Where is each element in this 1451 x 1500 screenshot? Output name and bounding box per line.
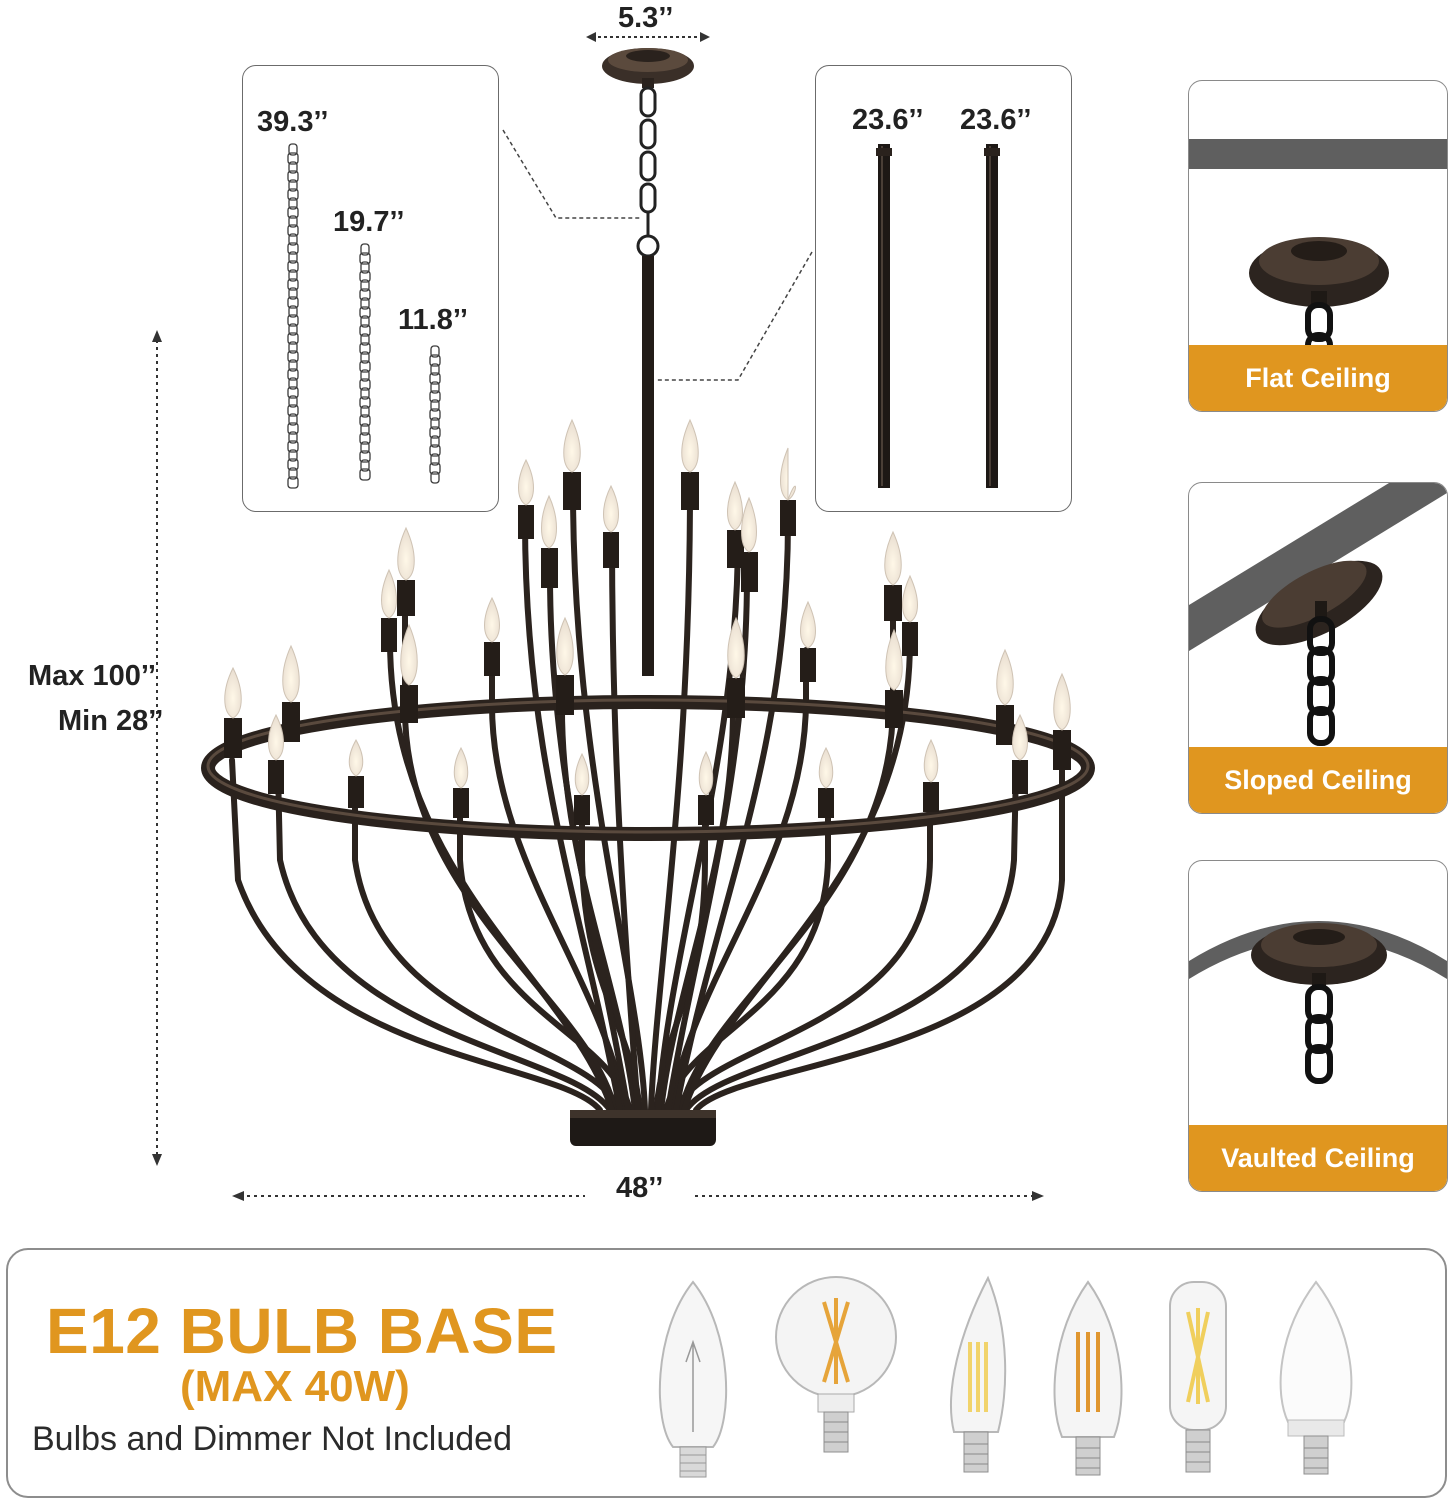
- globe-led-bulb-icon: [775, 1276, 897, 1453]
- chandelier-ring: [201, 695, 1095, 841]
- chain-length-3: 11.8’’: [398, 304, 468, 336]
- chain-length-2: 19.7’’: [333, 206, 405, 238]
- compatible-bulbs: [658, 1275, 1353, 1478]
- chain-length-1: 39.3’’: [257, 106, 329, 138]
- chain-links-2: [359, 243, 371, 481]
- bulb-base-title: E12 BULB BASE: [46, 1295, 558, 1367]
- chandelier-base: [570, 1110, 716, 1146]
- chain-options-box: 39.3’’ 19.7’’ 11.8’’: [242, 65, 499, 512]
- rod-length-1: 23.6’’: [852, 104, 924, 136]
- frosted-led-bulb-icon: [1279, 1280, 1353, 1475]
- height-max-label: Max 100’’: [28, 660, 156, 692]
- candle-led-bulb-icon: [1053, 1280, 1123, 1476]
- vaulted-ceiling-icon: [1189, 921, 1447, 1084]
- rod-options-box: 23.6’’ 23.6’’: [815, 65, 1072, 512]
- chandelier-illustration: [152, 32, 1095, 1201]
- chain: [636, 86, 660, 258]
- chain-illustrations: [287, 143, 441, 489]
- clear-candle-bulb-icon: [658, 1280, 728, 1478]
- rod-illustrations: [876, 144, 1000, 488]
- bulb-info-panel: E12 BULB BASE (MAX 40W) Bulbs and Dimmer…: [6, 1248, 1447, 1498]
- chandelier-arms: [229, 487, 1065, 1113]
- vaulted-ceiling-label: Vaulted Ceiling: [1189, 1125, 1447, 1191]
- flame-tip-led-bulb-icon: [950, 1275, 1007, 1473]
- sloped-ceiling-icon: [1189, 483, 1447, 746]
- rod-length-2: 23.6’’: [960, 104, 1032, 136]
- flat-ceiling-icon: [1189, 139, 1447, 372]
- chain-links-3: [429, 345, 441, 484]
- bulb-not-included-note: Bulbs and Dimmer Not Included: [32, 1420, 513, 1458]
- sloped-ceiling-label: Sloped Ceiling: [1189, 747, 1447, 813]
- ceiling-card-flat: Flat Ceiling: [1188, 80, 1448, 412]
- chain-links-1: [287, 143, 299, 489]
- canopy: [602, 48, 694, 88]
- ceiling-card-vaulted: Vaulted Ceiling: [1188, 860, 1448, 1192]
- diameter-label: 48’’: [616, 1172, 664, 1204]
- ceiling-card-sloped: Sloped Ceiling: [1188, 482, 1448, 814]
- canopy-width-label: 5.3’’: [618, 2, 674, 34]
- height-min-label: Min 28’’: [58, 705, 164, 737]
- candle-bulbs: [224, 418, 1071, 825]
- bulb-max-wattage: (MAX 40W): [180, 1362, 410, 1411]
- tubular-led-bulb-icon: [1169, 1281, 1227, 1473]
- downrod: [642, 256, 654, 676]
- flat-ceiling-label: Flat Ceiling: [1189, 345, 1447, 411]
